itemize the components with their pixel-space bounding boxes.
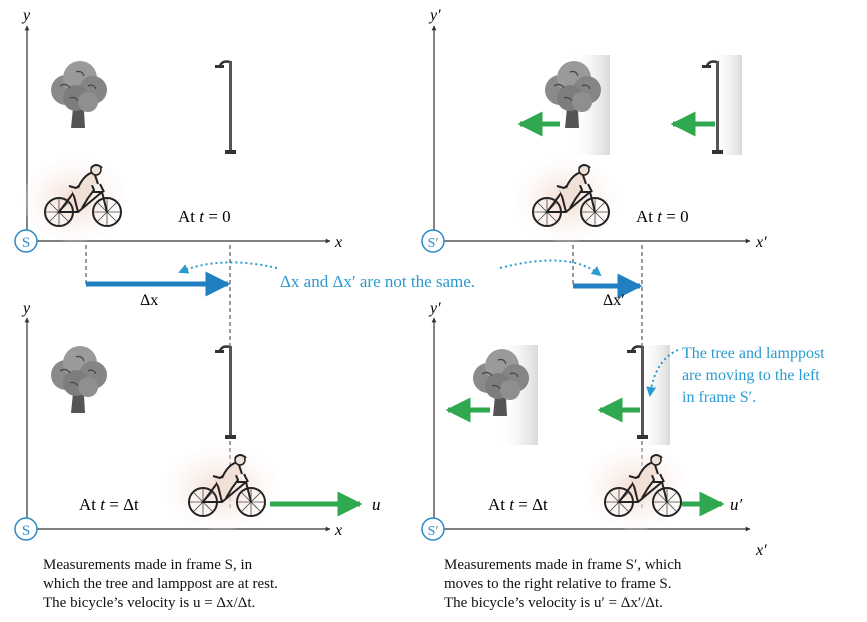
caption-line: The bicycle’s velocity is u′ = Δx′/Δt. [444, 594, 681, 613]
annotation-pointer-right [500, 260, 600, 275]
panel-s-top: y x At t = 0 S [15, 7, 342, 252]
x-axis-label: x′ [755, 542, 767, 559]
annotation-pointer-left [180, 262, 277, 272]
y-axis-label: y [21, 7, 31, 24]
displacement-row: Δx Δx′ Δx and Δx′ are not the same. [86, 245, 642, 510]
x-axis-label: x [334, 522, 342, 539]
origin-label: S′ [428, 236, 439, 251]
origin-label: S [22, 523, 30, 539]
lamppost-icon [215, 346, 236, 439]
time-label: At t = Δt [488, 495, 548, 514]
y-axis-label: y [21, 300, 31, 317]
time-label: At t = 0 [636, 207, 689, 226]
caption-frame-sprime: Measurements made in frame S′, which mov… [444, 556, 681, 613]
caption-frame-s: Measurements made in frame S, in which t… [43, 556, 278, 613]
time-label: At t = Δt [79, 495, 139, 514]
panel-s-bottom: y x u At t = Δt S [15, 300, 381, 540]
dx-label: Δx [140, 292, 158, 309]
dx-prime-label: Δx′ [603, 292, 625, 309]
origin-label: S′ [428, 524, 439, 539]
not-same-annotation: Δx and Δx′ are not the same. [280, 272, 475, 291]
y-axis-label: y′ [428, 300, 441, 317]
caption-line: which the tree and lamppost are at rest. [43, 575, 278, 594]
caption-line: moves to the right relative to frame S. [444, 575, 681, 594]
x-axis-label: x [334, 234, 342, 251]
caption-line: The bicycle’s velocity is u = Δx/Δt. [43, 594, 278, 613]
origin-label: S [22, 235, 30, 251]
tree-icon [51, 61, 107, 128]
tree-icon [51, 346, 107, 413]
caption-line: Measurements made in frame S′, which [444, 556, 681, 575]
x-axis-label: x′ [755, 234, 767, 251]
time-label: At t = 0 [178, 207, 231, 226]
lamppost-icon [215, 61, 236, 154]
panel-sprime-top: y′ x′ At t = 0 S′ [422, 7, 767, 252]
cyclist-glow [584, 446, 688, 530]
y-axis-label: y′ [428, 7, 441, 24]
caption-line: Measurements made in frame S, in [43, 556, 278, 575]
velocity-label: u′ [730, 495, 743, 514]
panel-sprime-bottom: y′ x′ u′ At t = Δt S′ [422, 300, 767, 559]
velocity-label: u [372, 495, 381, 514]
moving-left-annotation: The tree and lamppost are moving to the … [682, 345, 829, 406]
